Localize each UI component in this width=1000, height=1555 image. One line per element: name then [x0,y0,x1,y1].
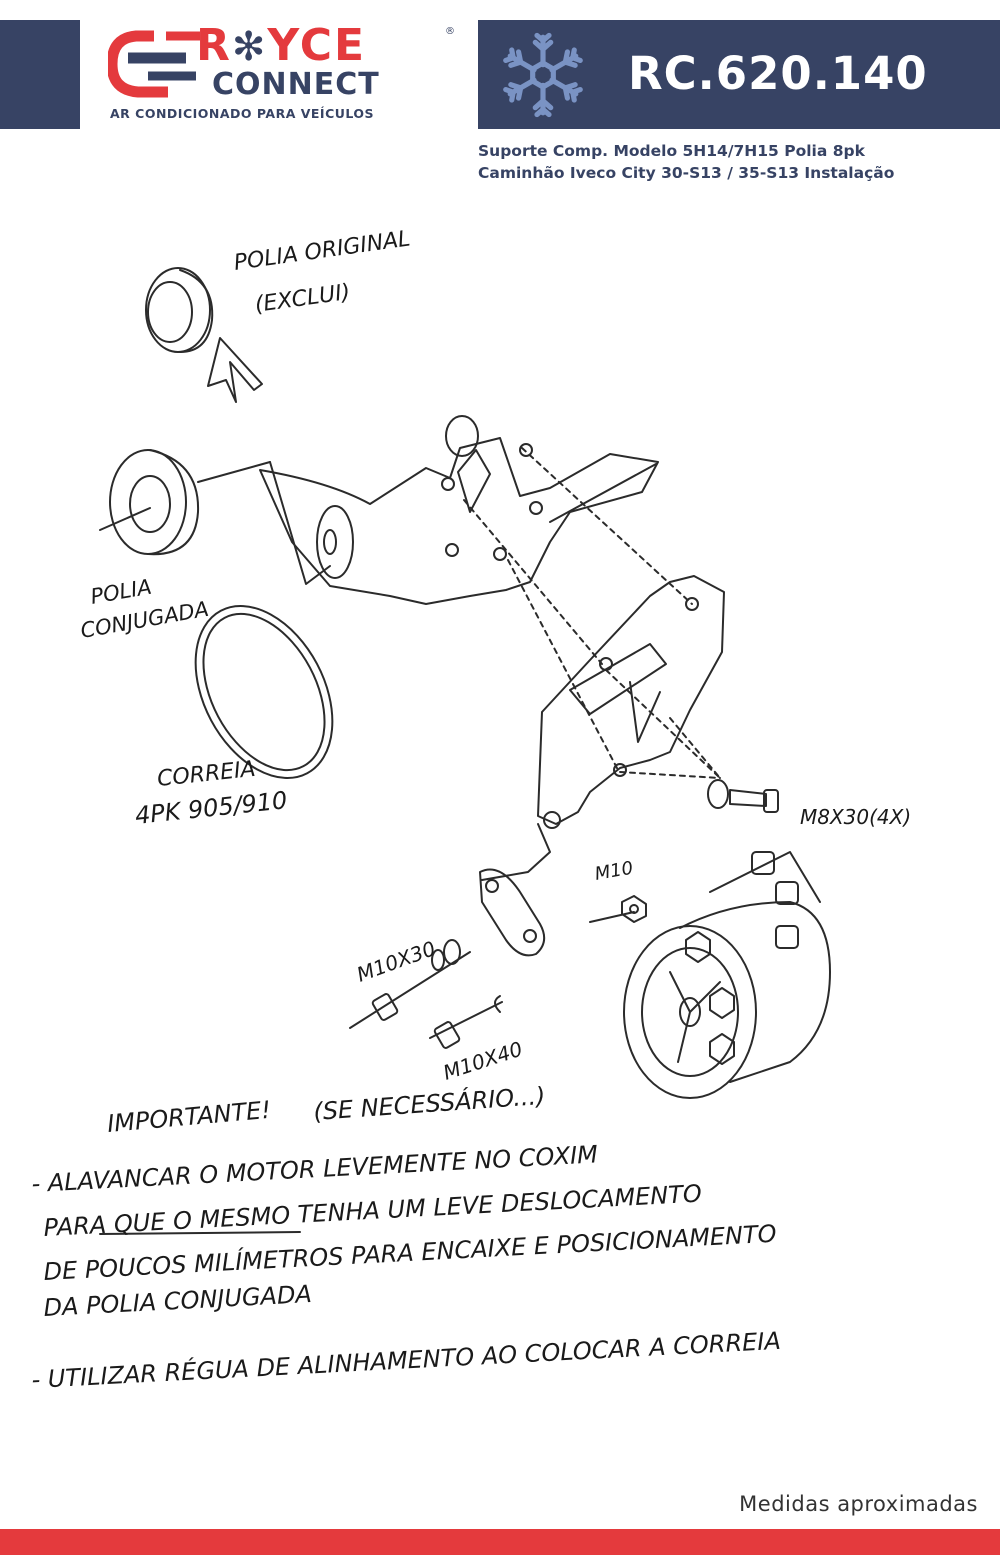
m10x40-bolt-icon [429,995,503,1049]
brand-name-bottom: CONNECT [212,67,380,102]
label-m8-bolt: M8X30(4X) [800,805,911,829]
header-left-bar [0,20,80,129]
original-pulley-icon [145,267,214,353]
product-code-banner: RC.620.140 [478,20,1000,129]
combined-pulley-icon [99,449,331,585]
note-line-4: DA POLIA CONJUGADA [43,1280,313,1322]
product-code: RC.620.140 [628,47,928,100]
link-bracket-icon [479,823,551,957]
sketch-canvas: POLIA ORIGINAL (EXCLUI) POLIA CONJUGADA … [31,226,911,1394]
label-original-pulley: POLIA ORIGINAL [232,226,412,275]
note-heading-condition: (SE NECESSÁRIO...) [312,1081,546,1126]
label-m10-nut: M10 [593,858,635,885]
bracket-plate-icon [537,575,725,829]
label-belt-1: CORREIA [156,757,257,792]
description-line-2: Caminhão Iveco City 30-S13 / 35-S13 Inst… [478,164,895,182]
label-combined-pulley-1: POLIA [89,575,154,609]
m10-nut-icon [621,895,647,923]
m8-bolt-icon [707,779,779,813]
logo-mark-icon [108,30,200,98]
description-line-1: Suporte Comp. Modelo 5H14/7H15 Polia 8pk [478,142,865,160]
approximate-measures-note: Medidas aproximadas [739,1492,978,1516]
royce-connect-logo: R✻YCE ® CONNECT AR CONDICIONADO PARA VEÍ… [108,22,458,128]
registered-mark: ® [445,26,455,37]
belt-icon [194,605,334,779]
label-original-pulley-note: (EXCLUI) [253,280,352,318]
arrow-icon [207,337,263,403]
note-heading: IMPORTANTE! [106,1096,272,1138]
footer-red-bar [0,1529,1000,1555]
compressor-icon [589,851,831,1099]
engine-block-icon [259,415,659,605]
note-line-5: - UTILIZAR RÉGUA DE ALINHAMENTO AO COLOC… [31,1326,782,1394]
brand-tagline: AR CONDICIONADO PARA VEÍCULOS [110,106,375,121]
label-belt-2: 4PK 905/910 [134,786,289,830]
m10x30-bolt-icon [349,939,471,1029]
snowflake-icon [500,32,586,118]
brand-name-top: R✻YCE [196,20,367,71]
product-description: Suporte Comp. Modelo 5H14/7H15 Polia 8pk… [478,140,988,184]
installation-sketch: POLIA ORIGINAL (EXCLUI) POLIA CONJUGADA … [30,212,976,1412]
